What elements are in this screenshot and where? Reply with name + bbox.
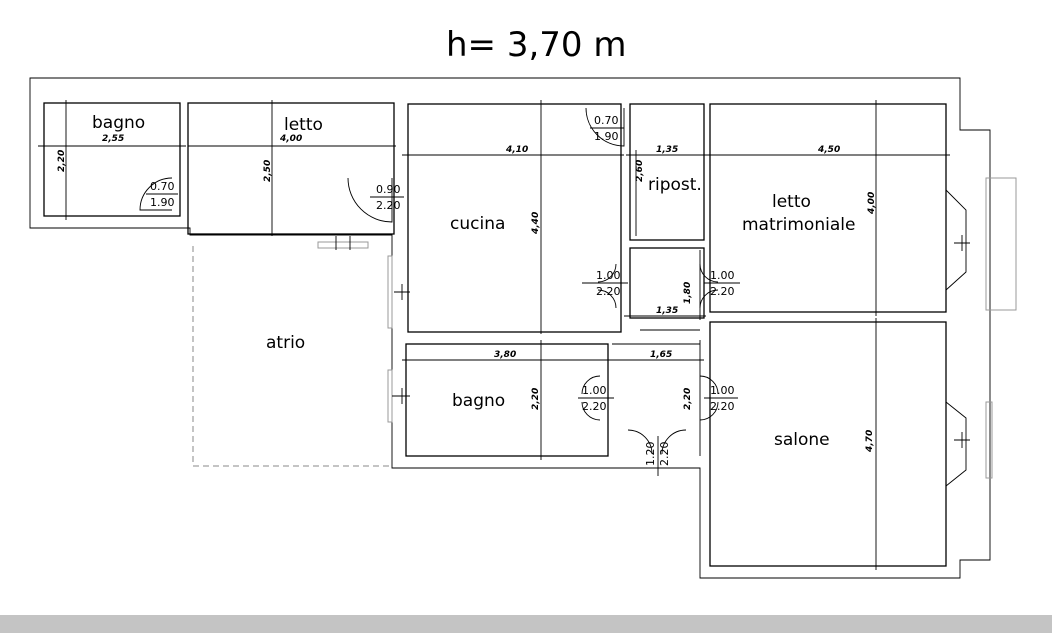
dim-matrimoniale-height: 4,00 [867,192,877,215]
window-mark-top [954,235,970,251]
label-cucina: cucina [450,214,505,234]
label-bagno-main: bagno [452,391,505,411]
dim-cucina-height: 4,40 [531,212,541,235]
door-swing-ripost [585,107,625,147]
dim-letto-width: 4,00 [279,134,302,144]
window-mark-cucina [394,284,410,300]
dim-ripost-width: 1,35 [656,145,678,155]
window-bagno [387,369,393,423]
dim-bagno-height: 2,20 [57,150,67,172]
door-label-d3-width: 0.70 [594,114,619,127]
door-label-d4-height: 2.20 [596,285,621,298]
room-bagno-small [43,102,181,217]
door-label-d6-width: 1.00 [582,384,607,397]
ceiling-height-label: h= 3,70 m [446,25,626,65]
dim-bagno-width: 2,55 [102,134,124,144]
door-label-d7-height: 2.20 [710,400,735,413]
balcony-right-top [985,177,1017,311]
window-cucina [387,255,393,329]
door-label-d2-height: 2.20 [376,199,401,212]
door-label-d5-width: 1.00 [710,269,735,282]
dim-bagno-main-height: 2,20 [531,388,541,410]
room-letto [187,102,395,235]
door-swing-bagno-main [581,375,601,421]
dim-corridor-width-2: 1,65 [650,350,672,360]
door-swing-bagno [139,177,173,211]
label-letto-matrimoniale-1: letto [772,192,811,212]
room-ripostiglio [629,103,705,241]
window-bay-top [945,189,967,291]
atrio-outline [192,246,392,467]
dim-salone-height: 4,70 [865,430,875,453]
dim-bagno-main-width: 3,80 [494,350,516,360]
door-swing-entrance [627,429,687,455]
passage-lines [612,317,700,361]
door-label-d1-height: 1.90 [150,196,175,209]
dim-corridor-width-1: 1,35 [656,306,678,316]
dim-cucina-width: 4,10 [505,145,528,155]
door-swing-cucina [597,263,617,309]
door-label-d3-height: 1.90 [594,130,619,143]
dimension-lines [38,100,950,570]
door-label-entrance-width: 1.20 [644,442,657,467]
window-mark-letto [335,236,351,250]
dim-corridor-height-2: 2,20 [683,388,693,410]
room-salone [709,321,947,567]
dim-corridor-height: 1,80 [683,282,693,304]
window-mark-bagno [392,388,410,404]
door-label-d7-width: 1.00 [710,384,735,397]
label-letto: letto [284,115,323,135]
outer-wall-outline [29,77,991,579]
door-label-d1-width: 0.70 [150,180,175,193]
door-swing-salone [699,375,719,421]
door-swing-letto [347,177,393,223]
label-salone: salone [774,430,830,450]
label-letto-matrimoniale-2: matrimoniale [742,215,855,235]
room-letto-matrimoniale [709,103,947,313]
room-cucina [407,103,622,333]
window-right-bottom [985,401,993,479]
door-label-d6-height: 2.20 [582,400,607,413]
room-bagno-main [405,343,609,457]
dim-ripost-height: 2,60 [635,160,645,182]
door-label-d5-height: 2.20 [710,285,735,298]
door-label-entrance-height: 2.20 [658,442,671,467]
window-mark-bottom [954,432,970,448]
footer-bar [0,615,1052,633]
dim-letto-height: 2,50 [263,160,273,182]
label-ripostiglio: ripost. [648,175,702,195]
label-bagno-small: bagno [92,113,145,133]
door-label-d2-width: 0.90 [376,183,401,196]
window-letto [317,241,369,249]
label-atrio: atrio [266,333,305,353]
dim-matrimoniale-width: 4,50 [817,145,840,155]
door-label-d4-width: 1.00 [596,269,621,282]
window-bay-bottom [945,401,967,487]
